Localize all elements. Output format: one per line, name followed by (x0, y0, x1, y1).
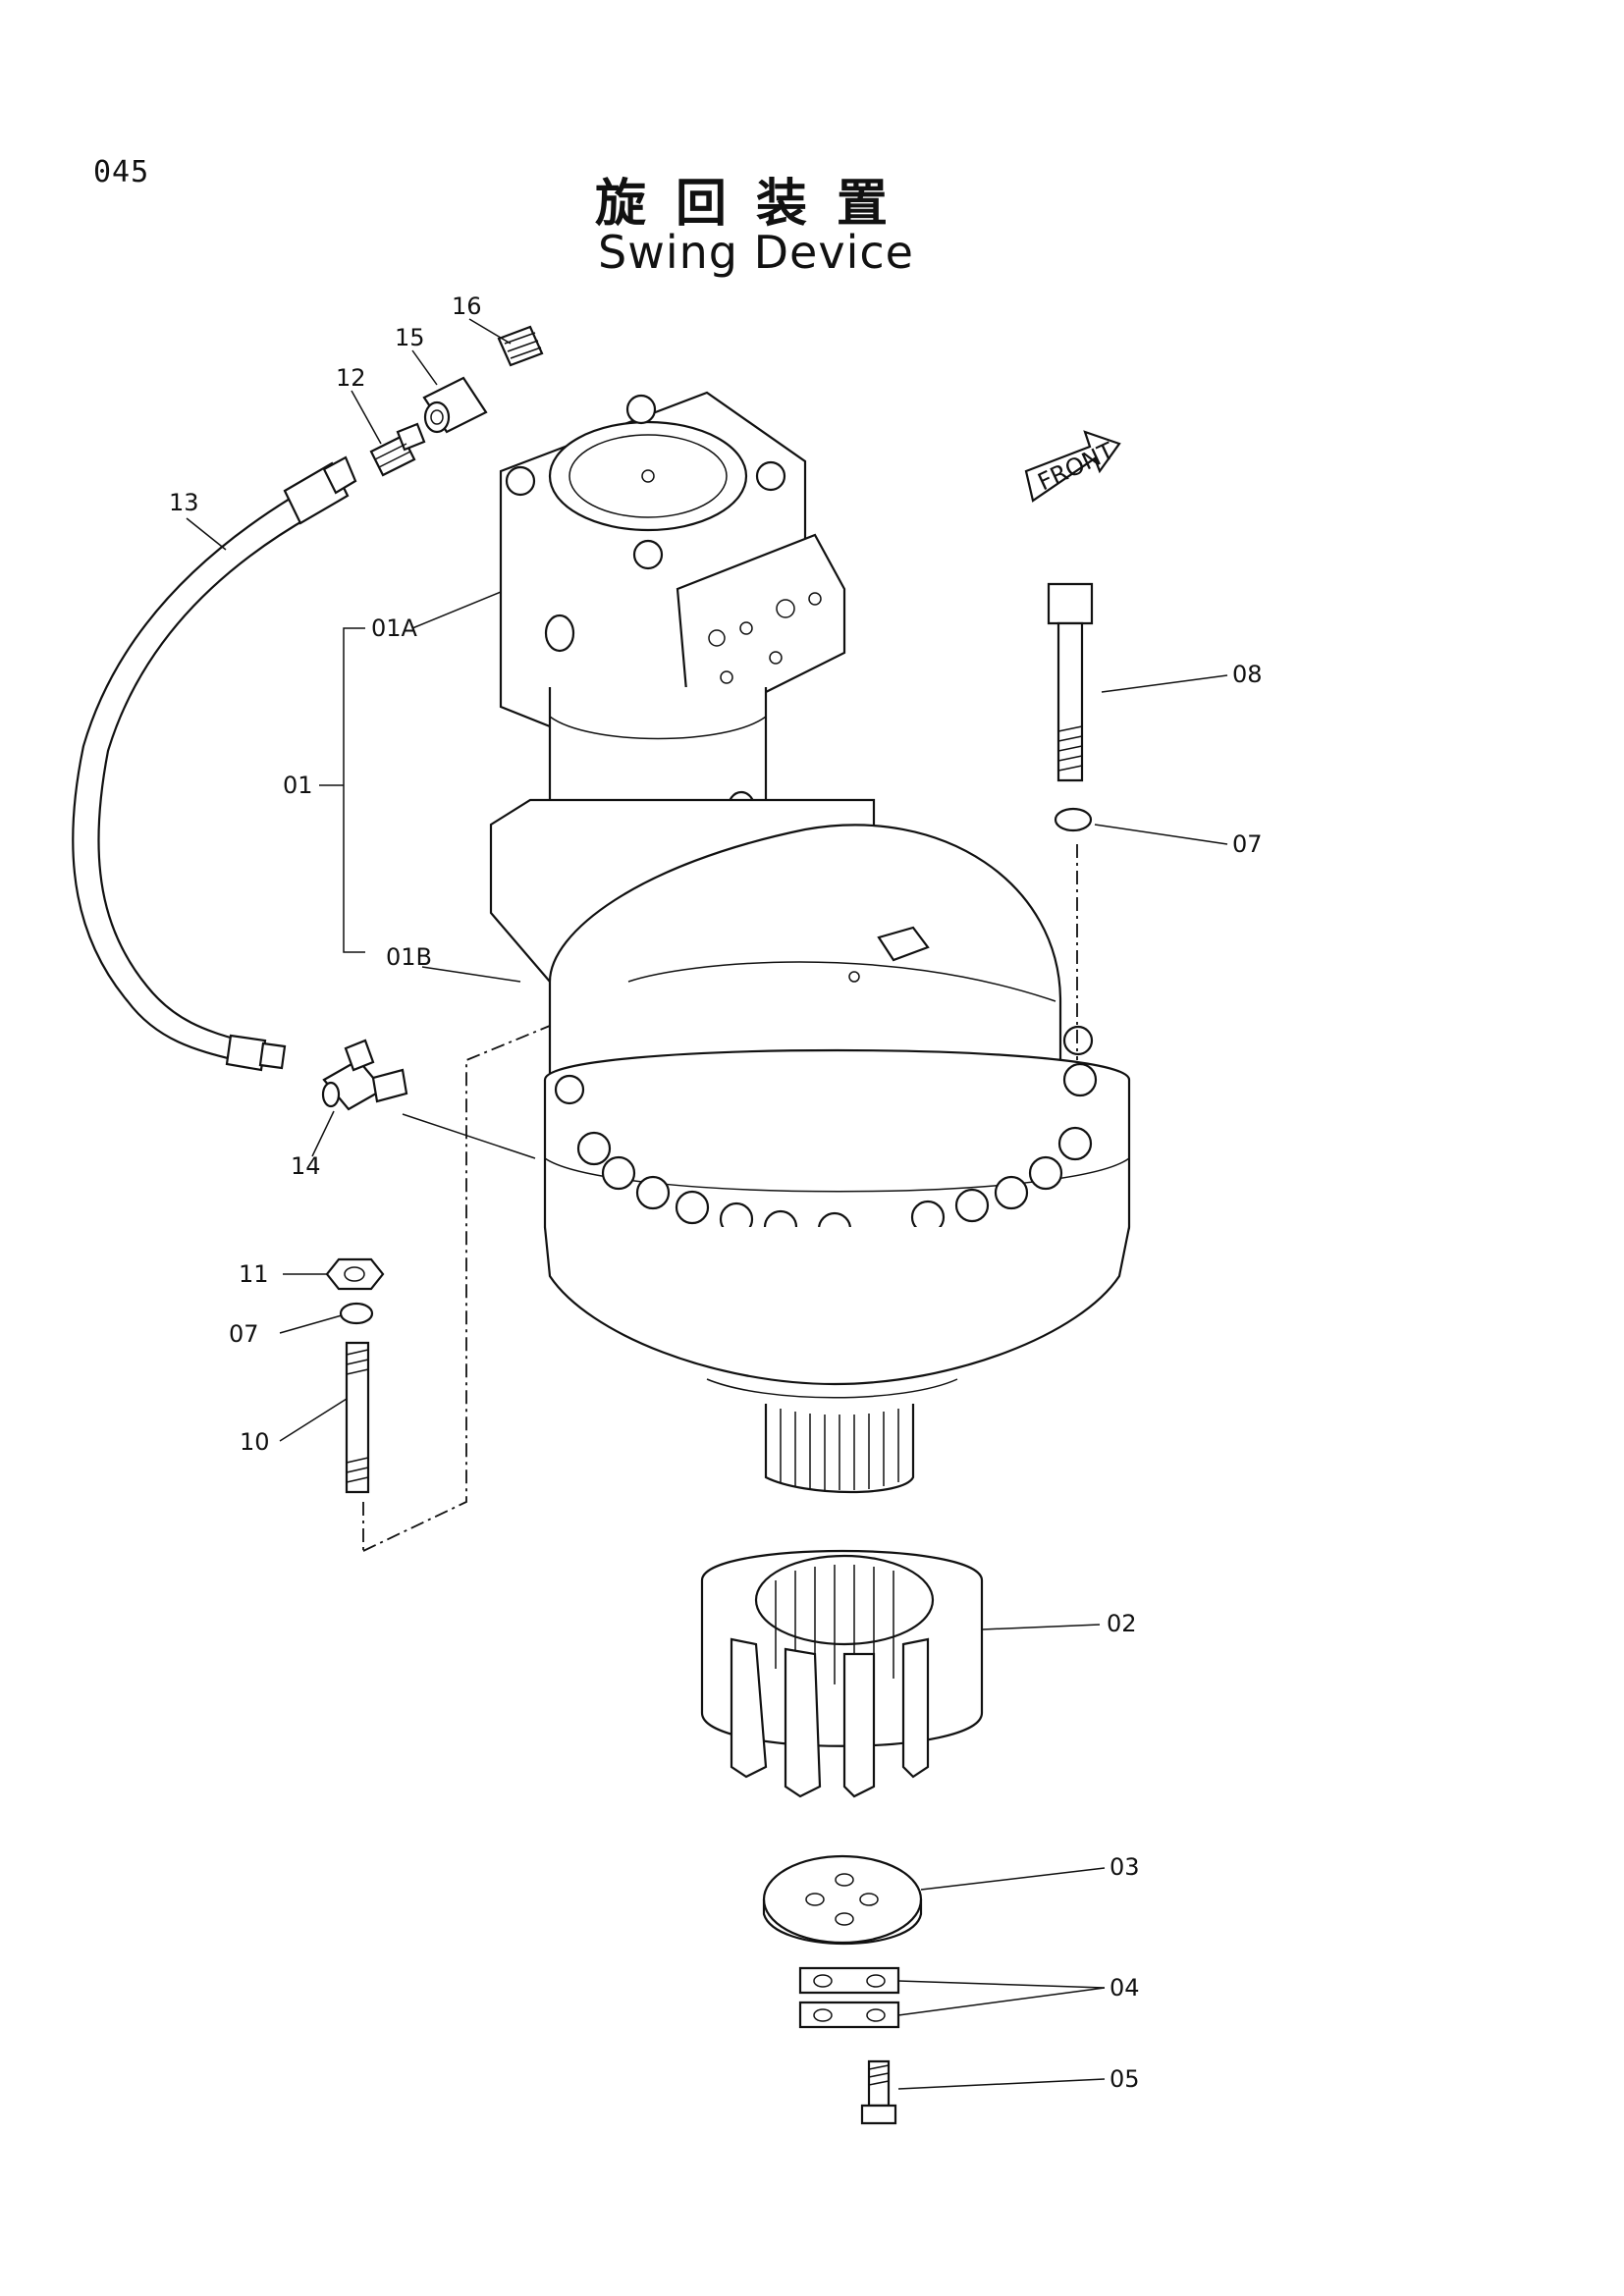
label-05: 05 (1110, 2065, 1140, 2093)
label-14: 14 (291, 1152, 321, 1180)
title-english: Swing Device (598, 226, 914, 279)
label-10: 10 (240, 1428, 270, 1456)
label-13: 13 (169, 489, 199, 516)
part-04-lock-plates (798, 1966, 900, 2029)
front-arrow-text: FRONT (1034, 437, 1118, 496)
title-japanese: 旋回装置 (594, 174, 917, 234)
label-07-right: 07 (1232, 830, 1263, 858)
part-08-bolt (1047, 582, 1094, 782)
label-08: 08 (1232, 661, 1263, 688)
part-01b-reduction-gear-housing (489, 798, 1131, 1494)
label-12: 12 (336, 364, 366, 392)
label-04: 04 (1110, 1974, 1140, 2002)
leader-lines (186, 318, 1228, 2090)
label-01a: 01A (371, 614, 418, 642)
part-14-valve (321, 1039, 408, 1111)
part-10-stud (345, 1341, 370, 1494)
label-03: 03 (1110, 1853, 1140, 1881)
part-03-plate (762, 1854, 923, 1945)
label-16: 16 (452, 293, 482, 320)
part-02-pinion-gear (700, 1549, 984, 1798)
part-15-coupling (422, 376, 488, 434)
label-11: 11 (239, 1260, 269, 1288)
part-11-nut (325, 1257, 385, 1291)
part-16-plug (497, 325, 544, 367)
front-direction-arrow: FRONT (1024, 430, 1121, 503)
part-05-bolt (860, 2059, 897, 2125)
label-01b: 01B (386, 943, 432, 971)
label-15: 15 (395, 324, 425, 351)
part-12-adapter (369, 422, 426, 477)
label-07-left: 07 (229, 1320, 259, 1348)
label-02: 02 (1107, 1610, 1137, 1637)
part-13-hose (72, 455, 357, 1072)
part-07-washer-left (339, 1302, 374, 1325)
part-01a-swing-motor (499, 391, 846, 856)
page-number: 045 (93, 155, 150, 189)
label-01: 01 (283, 772, 313, 799)
part-07-washer-right (1054, 807, 1093, 832)
